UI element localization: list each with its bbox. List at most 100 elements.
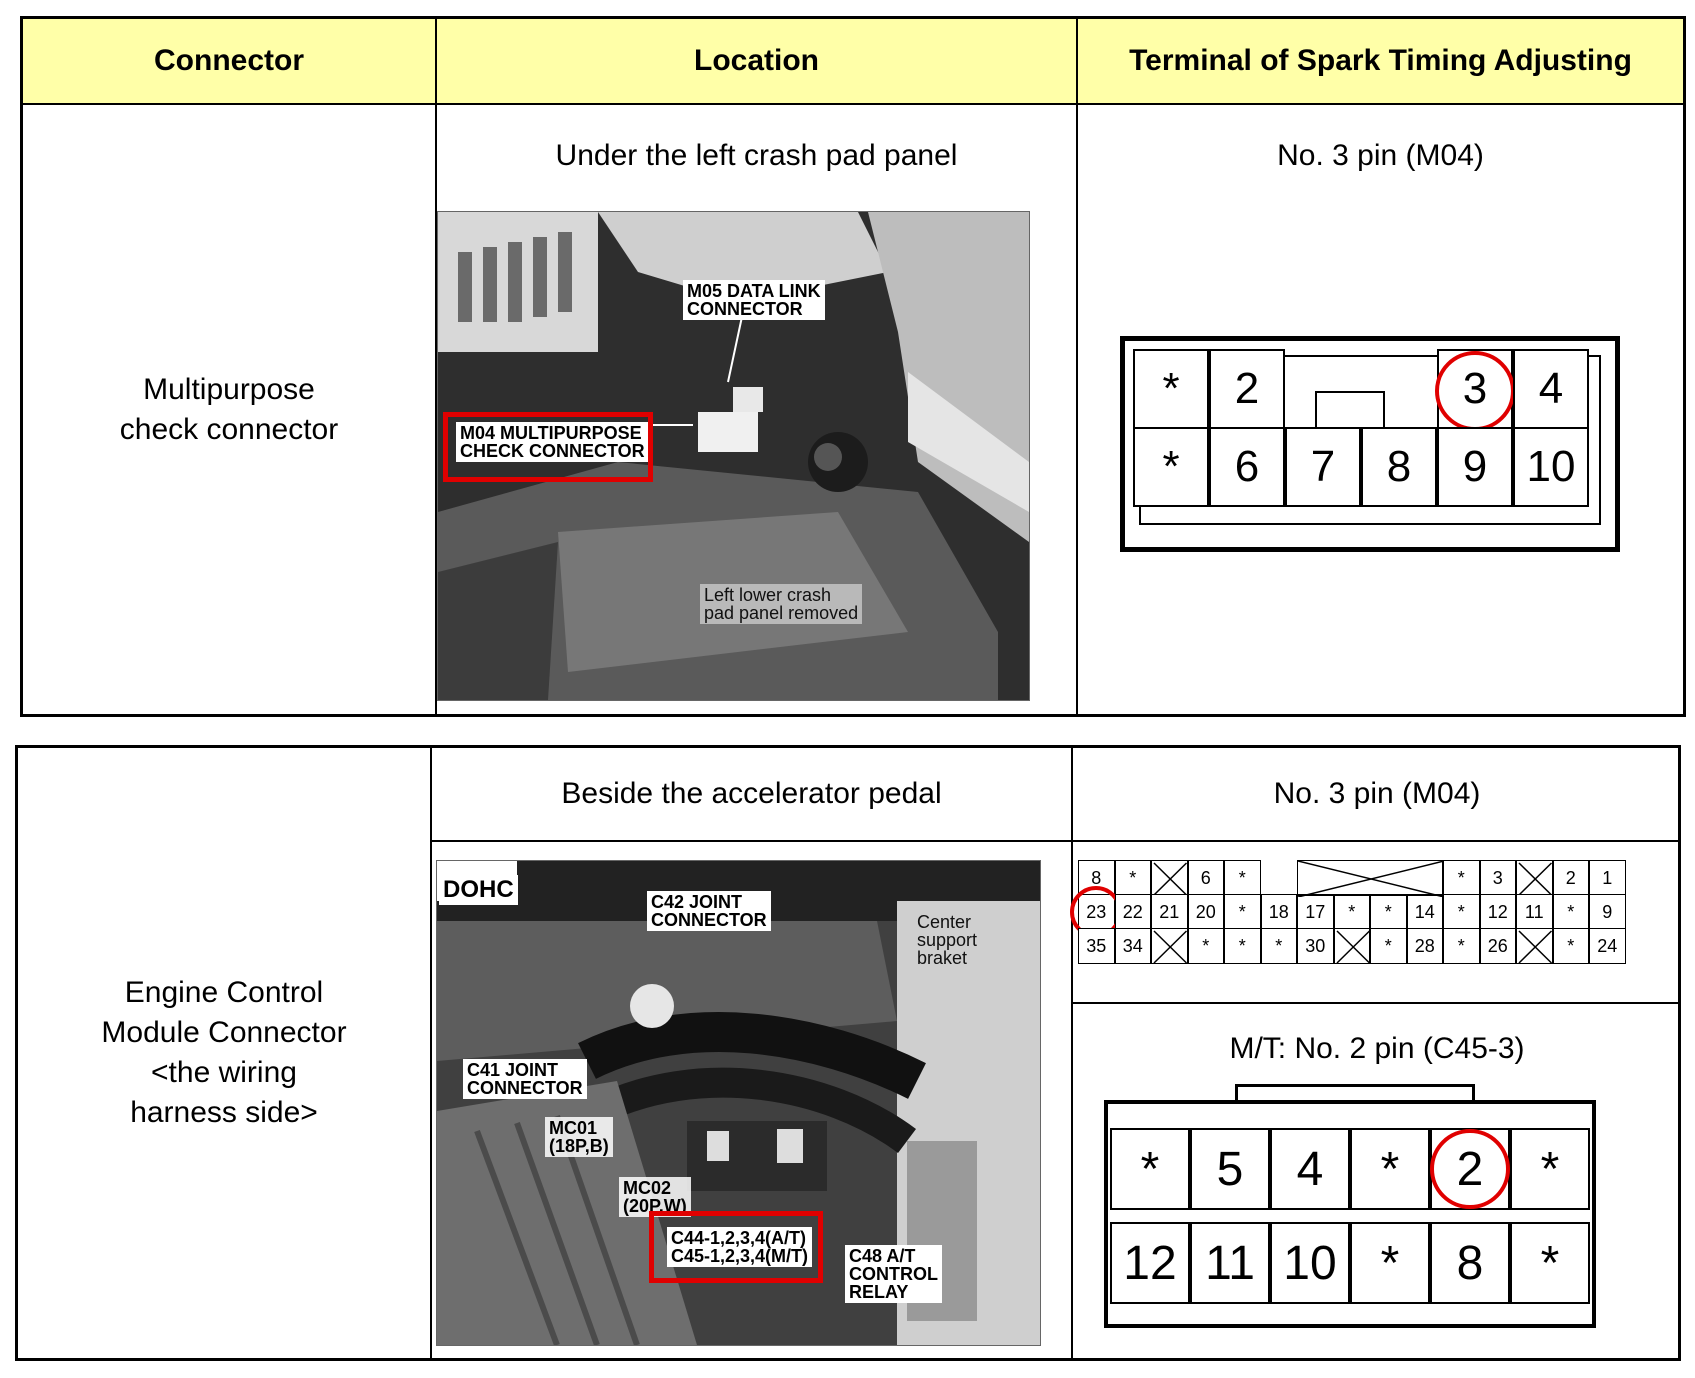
pin-number: 9 bbox=[1462, 442, 1488, 491]
ecm-pin-cell: * bbox=[1370, 928, 1407, 964]
cross-mark bbox=[1518, 930, 1553, 964]
highlight-box bbox=[443, 412, 653, 482]
ecm-pin-cell: 14 bbox=[1406, 894, 1443, 930]
pin-cell: 7 bbox=[1285, 427, 1361, 507]
pin-number: 12 bbox=[1487, 901, 1508, 922]
ecm-pin-cell: 18 bbox=[1260, 894, 1297, 930]
location-photo-dashboard: M05 DATA LINK CONNECTOR M04 MULTIPURPOSE… bbox=[437, 211, 1030, 701]
location-text: Beside the accelerator pedal bbox=[561, 777, 942, 810]
column-divider bbox=[1076, 19, 1078, 714]
pin-number: * bbox=[1238, 935, 1246, 956]
callout-multipurpose-connector: M04 MULTIPURPOSE CHECK CONNECTOR bbox=[456, 422, 649, 462]
pin-cell: 9 bbox=[1437, 427, 1513, 507]
pin-cell: * bbox=[1133, 349, 1209, 429]
ecm-pin-cell: 1 bbox=[1589, 860, 1626, 896]
column-divider bbox=[1071, 748, 1073, 1358]
header-connector: Connector bbox=[154, 44, 304, 77]
highlight-circle bbox=[1435, 351, 1515, 431]
cross-mark bbox=[1518, 862, 1553, 896]
pin-number: 10 bbox=[1526, 442, 1576, 491]
ecm-pin-cell: * bbox=[1333, 894, 1370, 930]
callout-panel-removed: Left lower crash pad panel removed bbox=[700, 584, 863, 624]
pin-cell: 10 bbox=[1513, 427, 1589, 507]
c45-pin-cell: * bbox=[1110, 1128, 1190, 1210]
ecm-pin-cell: * bbox=[1370, 894, 1407, 930]
ecm-pin-cell: * bbox=[1552, 894, 1589, 930]
pin-number: 10 bbox=[1283, 1236, 1337, 1290]
pin-number: 28 bbox=[1414, 935, 1435, 956]
ecm-pin-cell: * bbox=[1187, 928, 1224, 964]
pin-number: * bbox=[1384, 935, 1392, 956]
header-terminal: Terminal of Spark Timing Adjusting bbox=[1129, 44, 1632, 77]
pin-number: 17 bbox=[1305, 901, 1326, 922]
pin-number: 24 bbox=[1597, 935, 1618, 956]
callout-mc01: MC01 (18P,B) bbox=[545, 1117, 613, 1157]
c45-pin-cell: 12 bbox=[1110, 1222, 1190, 1304]
pin-number: * bbox=[1567, 901, 1575, 922]
pin-number: 21 bbox=[1159, 901, 1180, 922]
pin-number: 18 bbox=[1268, 901, 1289, 922]
pin-cell: 2 bbox=[1209, 349, 1285, 429]
pin-number: 8 bbox=[1456, 1236, 1484, 1290]
c45-pin-cell: * bbox=[1350, 1222, 1430, 1304]
connector-table-2: Engine Control Module Connector <the wir… bbox=[15, 745, 1681, 1361]
connector-table-1: Connector Location Terminal of Spark Tim… bbox=[20, 16, 1686, 717]
pin-number: 6 bbox=[1200, 867, 1211, 888]
ecm-pin-cell: 12 bbox=[1479, 894, 1516, 930]
ecm-pin-cell bbox=[1151, 928, 1188, 964]
column-divider bbox=[435, 19, 437, 714]
pin-number: * bbox=[1457, 935, 1465, 956]
pin-number: * bbox=[1140, 1142, 1160, 1196]
ecm-pin-cell: * bbox=[1224, 860, 1261, 896]
pin-number: 12 bbox=[1123, 1236, 1177, 1290]
pin-number: 7 bbox=[1310, 442, 1336, 491]
connector-name-ecm: Engine Control Module Connector <the wir… bbox=[101, 976, 347, 1129]
callout-center-support: Center support braket bbox=[917, 912, 978, 968]
pin-cell: 6 bbox=[1209, 427, 1285, 507]
table-header: Connector Location Terminal of Spark Tim… bbox=[23, 19, 1683, 105]
pin-number: * bbox=[1162, 442, 1180, 491]
ecm-pin-cell bbox=[1516, 860, 1553, 896]
terminal-text-mt: M/T: No. 2 pin (C45-3) bbox=[1229, 1032, 1525, 1065]
location-photo-pedal-area: DOHC C42 JOINT CONNECTOR Center support … bbox=[436, 860, 1041, 1346]
c45-pin-cell: * bbox=[1510, 1222, 1590, 1304]
column-divider bbox=[430, 748, 432, 1358]
pin-number: * bbox=[1540, 1142, 1560, 1196]
ecm-pin-cell bbox=[1333, 928, 1370, 964]
pin-number: 6 bbox=[1234, 442, 1260, 491]
pin-cell: 8 bbox=[1361, 427, 1437, 507]
c45-pin-cell: * bbox=[1510, 1128, 1590, 1210]
callout-c44-c45: C44-1,2,3,4(A/T) C45-1,2,3,4(M/T) bbox=[667, 1227, 813, 1267]
pin-number: 4 bbox=[1296, 1142, 1324, 1196]
pin-number: * bbox=[1457, 901, 1465, 922]
ecm-pin-cell: 3 bbox=[1479, 860, 1516, 896]
ecm-pin-cell: * bbox=[1114, 860, 1151, 896]
cross-mark bbox=[1153, 930, 1188, 964]
ecm-pin-cell: 6 bbox=[1187, 860, 1224, 896]
pin-number: * bbox=[1380, 1142, 1400, 1196]
ecm-pin-cell: * bbox=[1552, 928, 1589, 964]
cross-mark bbox=[1153, 862, 1188, 896]
ecm-pin-cell: * bbox=[1443, 894, 1480, 930]
callout-mc02: MC02 (20P,W) bbox=[619, 1177, 691, 1217]
pin-number: 14 bbox=[1414, 901, 1435, 922]
ecm-pin-cell: * bbox=[1224, 894, 1261, 930]
callout-data-link-connector: M05 DATA LINK CONNECTOR bbox=[683, 280, 825, 320]
pin-number: * bbox=[1540, 1236, 1560, 1290]
ecm-pin-cell: 2 bbox=[1552, 860, 1589, 896]
highlight-box bbox=[649, 1211, 823, 1283]
pin-number: 1 bbox=[1602, 867, 1613, 888]
c45-pin-cell: 4 bbox=[1270, 1128, 1350, 1210]
highlight-circle bbox=[1430, 1129, 1510, 1209]
pin-number: 5 bbox=[1216, 1142, 1244, 1196]
pin-number: * bbox=[1384, 901, 1392, 922]
c45-pin-cell: 8 bbox=[1430, 1222, 1510, 1304]
ecm-key-cross bbox=[1297, 860, 1445, 898]
ecm-pin-cell: * bbox=[1260, 928, 1297, 964]
ecm-pin-cell: 17 bbox=[1297, 894, 1334, 930]
pin-number: * bbox=[1348, 901, 1356, 922]
header-location: Location bbox=[694, 44, 819, 77]
row-divider bbox=[1071, 1002, 1678, 1004]
pin-number: * bbox=[1129, 867, 1137, 888]
pin-number: 8 bbox=[1386, 442, 1412, 491]
